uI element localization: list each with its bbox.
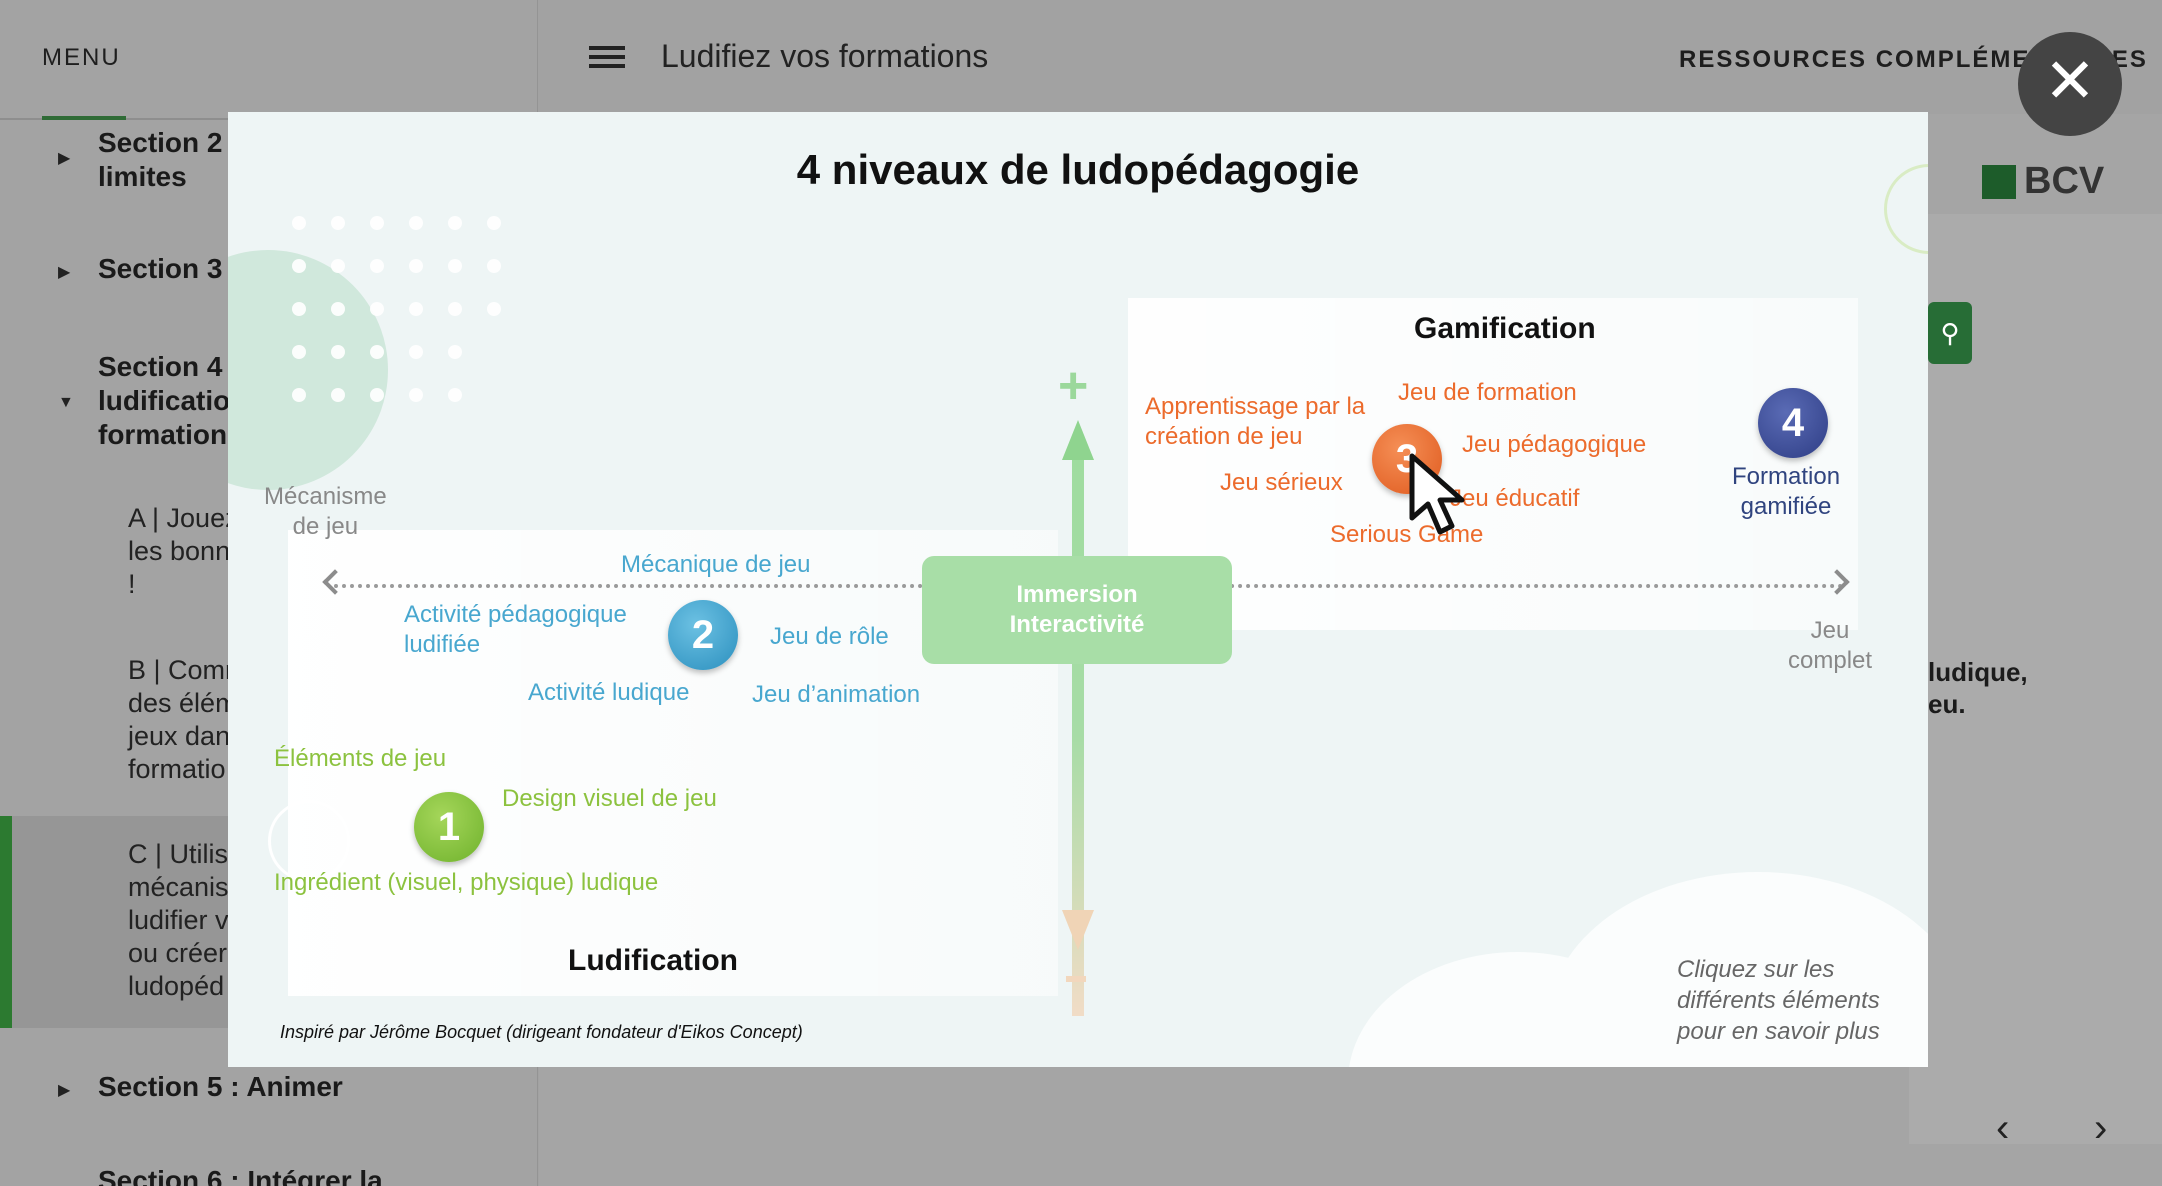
decorative-dots [292, 216, 512, 416]
level-1-item[interactable]: Design visuel de jeu [502, 785, 717, 812]
sidebar-item-label: Section 3 : [98, 253, 240, 284]
decorative-dot [331, 302, 345, 316]
ludification-heading: Ludification [568, 944, 738, 977]
decorative-dot [292, 388, 306, 402]
decorative-dot [409, 388, 423, 402]
decorative-dot [409, 302, 423, 316]
decorative-dot [370, 345, 384, 359]
level-2-item[interactable]: Activité ludique [528, 679, 690, 706]
caret-down-icon: ▼ [58, 394, 74, 411]
mouse-pointer-icon [1409, 453, 1465, 535]
modal-dialog: 4 niveaux de ludopédagogie + Mécanisme d… [228, 112, 1928, 1067]
bcv-logo-text: BCV [2024, 160, 2105, 202]
active-indicator [0, 816, 12, 1028]
decorative-dot [448, 216, 462, 230]
top-bar: Ludifiez vos formations RESSOURCES COMPL… [539, 0, 2162, 114]
level-3-item[interactable]: Jeu sérieux [1220, 469, 1343, 496]
content-card [1909, 214, 2162, 1144]
sidebar-item-label: Section 5 : Animer [98, 1071, 343, 1102]
axis-left-label: Mécanisme de jeu [264, 483, 387, 540]
level-3-item[interactable]: Jeu éducatif [1450, 485, 1580, 512]
decorative-dot [448, 345, 462, 359]
level-2-item[interactable]: Mécanique de jeu [621, 551, 811, 578]
level-1-item[interactable]: Ingrédient (visuel, physique) ludique [274, 869, 659, 896]
decorative-dot [409, 259, 423, 273]
menu-header: MENU [0, 0, 538, 120]
decorative-dot [409, 216, 423, 230]
decorative-dot [370, 259, 384, 273]
content-text: ludique, eu. [1928, 657, 2028, 719]
level-1-item[interactable]: Éléments de jeu [274, 745, 447, 772]
level-1-badge[interactable]: 1 [414, 792, 484, 862]
level-2-item[interactable]: Activité pédagogique ludifiée [404, 601, 627, 658]
decorative-dot [370, 388, 384, 402]
level-2-item[interactable]: Jeu de rôle [770, 623, 889, 650]
hint-text: Cliquez sur les différents éléments pour… [1677, 956, 1880, 1045]
decorative-dot [448, 259, 462, 273]
level-4-badge[interactable]: 4 [1758, 388, 1828, 458]
next-page-button[interactable]: › [2094, 1106, 2108, 1150]
caret-right-icon: ▶ [58, 1082, 71, 1099]
decorative-dot [487, 302, 501, 316]
quadrant-gamification [1128, 298, 1858, 630]
sidebar-item-label: Section 6 : Intégrer la [98, 1165, 383, 1186]
sidebar-subitem-a[interactable]: A | Jouez les bonn ! [128, 503, 239, 599]
app-title: Ludifiez vos formations [661, 38, 989, 74]
level-2-item[interactable]: Jeu d’animation [752, 681, 921, 708]
decorative-dot [331, 345, 345, 359]
level-2-badge[interactable]: 2 [668, 600, 738, 670]
level-3-item[interactable]: Serious Game [1330, 521, 1484, 548]
previous-page-button[interactable]: ‹ [1996, 1106, 2010, 1150]
hamburger-icon[interactable] [589, 46, 625, 68]
decorative-dot [292, 259, 306, 273]
decorative-dot [370, 216, 384, 230]
decorative-dot [331, 216, 345, 230]
menu-title[interactable]: MENU [42, 44, 121, 71]
bcv-logo: BCV [1982, 160, 2104, 203]
caret-right-icon: ▶ [58, 150, 71, 167]
decorative-dot [331, 388, 345, 402]
immersion-box[interactable]: Immersion Interactivité [922, 556, 1232, 664]
arrow-up-icon [1062, 420, 1094, 460]
axis-right-label: Jeu complet [1788, 617, 1873, 674]
credit-note: Inspiré par Jérôme Bocquet (dirigeant fo… [280, 1022, 803, 1042]
axis-minus-label [1066, 976, 1086, 982]
decorative-dot [331, 259, 345, 273]
sidebar-subitem-c[interactable]: C | Utilis mécanis ludifier v ou créer l… [128, 839, 229, 1001]
gamification-heading: Gamification [1414, 312, 1596, 345]
level-3-item[interactable]: Jeu de formation [1398, 379, 1577, 406]
decorative-dot [370, 302, 384, 316]
close-icon: ✕ [2044, 47, 2096, 116]
arrow-down-icon [1062, 910, 1094, 950]
search-button[interactable]: ⚲ [1928, 302, 1972, 364]
decorative-dot [448, 388, 462, 402]
axis-plus-label: + [1058, 357, 1089, 415]
decorative-dot [292, 302, 306, 316]
search-icon: ⚲ [1940, 318, 1960, 348]
caret-right-icon: ▶ [58, 264, 71, 281]
decorative-dot [487, 216, 501, 230]
decorative-dot [292, 345, 306, 359]
bcv-logo-mark-icon [1982, 164, 2016, 199]
decorative-dot [487, 259, 501, 273]
modal-title: 4 niveaux de ludopédagogie [796, 146, 1360, 193]
level-3-item[interactable]: Apprentissage par la création de jeu [1145, 393, 1366, 450]
close-button[interactable]: ✕ [2018, 32, 2122, 136]
sidebar-item-label: Section 4 : ludification formations [98, 351, 248, 450]
level-4-item[interactable]: Formation gamifiée [1732, 463, 1841, 520]
menu-underline [42, 116, 126, 120]
level-3-item[interactable]: Jeu pédagogique [1462, 431, 1647, 458]
decorative-dot [448, 302, 462, 316]
decorative-dot [409, 345, 423, 359]
decorative-dot [292, 216, 306, 230]
